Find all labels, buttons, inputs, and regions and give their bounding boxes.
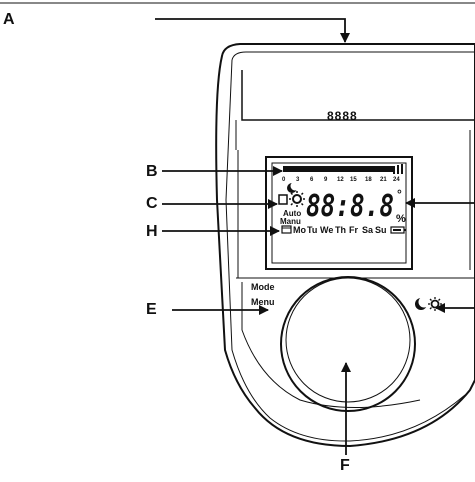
percent-symbol: % [396,213,406,225]
moon-sun-icon [415,296,442,311]
weekday-tu: Tu [307,225,317,235]
tick-3: 3 [296,177,300,183]
callout-label-e: E [146,301,157,318]
calendar-icon [281,225,292,234]
tick-24: 24 [393,177,400,183]
tick-21: 21 [380,177,387,183]
moon-icon [287,181,300,193]
arrow-a [155,18,350,43]
weekday-sa: Sa [362,225,374,235]
tick-9: 9 [324,177,328,183]
battery-icon [390,226,406,234]
weekday-th: Th [335,225,346,235]
auto-label: Auto [283,209,301,218]
weekday-su: Su [375,225,387,235]
tick-0: 0 [282,177,286,183]
tick-12: 12 [337,177,344,183]
tick-6: 6 [310,177,314,183]
tick-15: 15 [350,177,357,183]
menu-label: Menu [251,297,275,307]
manu-label: Manu [280,217,301,226]
main-digits: 88:8.8 [306,189,394,224]
callout-arrows [155,18,475,455]
weekday-fr: Fr [349,225,358,235]
weekday-row: Mo Tu We Th Fr Sa Su [281,225,406,235]
lcd-frame [265,156,413,270]
callout-label-b: B [146,163,158,180]
timeline-ticks: 0 3 6 9 12 15 18 21 24 [282,177,400,183]
top-housing-digits: 8888 [327,109,358,123]
sun-icon [278,191,305,207]
lcd-inner [271,162,407,264]
weekday-we: We [320,225,333,235]
weekday-mo: Mo [293,225,306,235]
device-body [215,43,475,448]
callout-label-a: A [3,11,15,28]
control-dial[interactable] [280,276,416,412]
mode-label: Mode [251,282,275,292]
callout-label-c: C [146,195,158,212]
timeline-bar [283,164,403,174]
callout-label-h: H [146,223,158,240]
callout-label-f: F [340,457,350,474]
degree-symbol: ° [397,187,402,201]
tick-18: 18 [365,177,372,183]
